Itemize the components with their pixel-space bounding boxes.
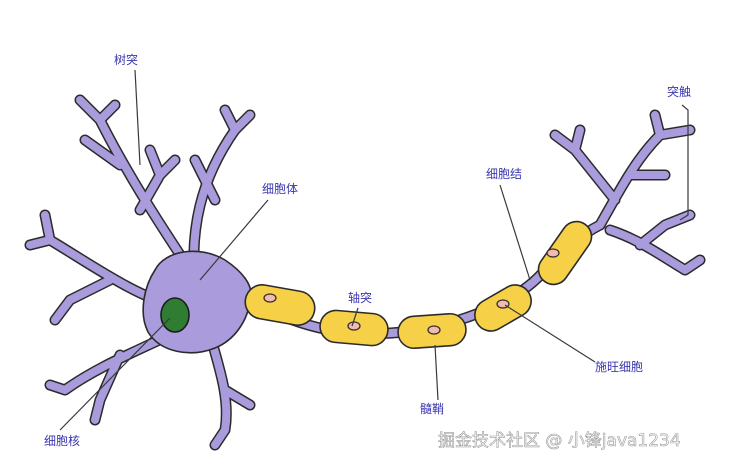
myelin-segment (319, 309, 389, 347)
label-synapse: 突触 (667, 84, 691, 99)
leader-schwann (504, 304, 596, 363)
myelin-segment (537, 220, 593, 286)
label-node: 细胞结 (486, 167, 522, 181)
myelin-segment (397, 312, 467, 350)
neuron-body (24, 94, 706, 451)
leader-lines (59, 69, 689, 431)
label-nucleus: 细胞核 (44, 434, 80, 448)
leader-nucleus (59, 317, 171, 431)
label-schwann: 施旺细胞 (595, 360, 643, 374)
nucleus (160, 297, 190, 333)
leader-node (499, 184, 531, 281)
myelin-sheath (244, 220, 593, 350)
leader-cell-body (199, 199, 269, 281)
soma (142, 250, 252, 354)
label-cell-body: 细胞体 (262, 182, 298, 196)
watermark: 掘金技术社区 @ 小锋java1234 (438, 431, 681, 451)
leader-axon (351, 307, 359, 327)
labels: 树突 细胞体 细胞核 轴突 细胞结 施旺细胞 髓鞘 突触 (44, 52, 691, 448)
myelin-segment (244, 284, 316, 326)
label-dendrite: 树突 (114, 52, 138, 67)
label-axon: 轴突 (348, 290, 372, 305)
label-myelin: 髓鞘 (420, 402, 444, 416)
leader-dendrite (134, 69, 141, 166)
leader-myelin (434, 344, 439, 401)
leader-synapse (679, 104, 689, 221)
